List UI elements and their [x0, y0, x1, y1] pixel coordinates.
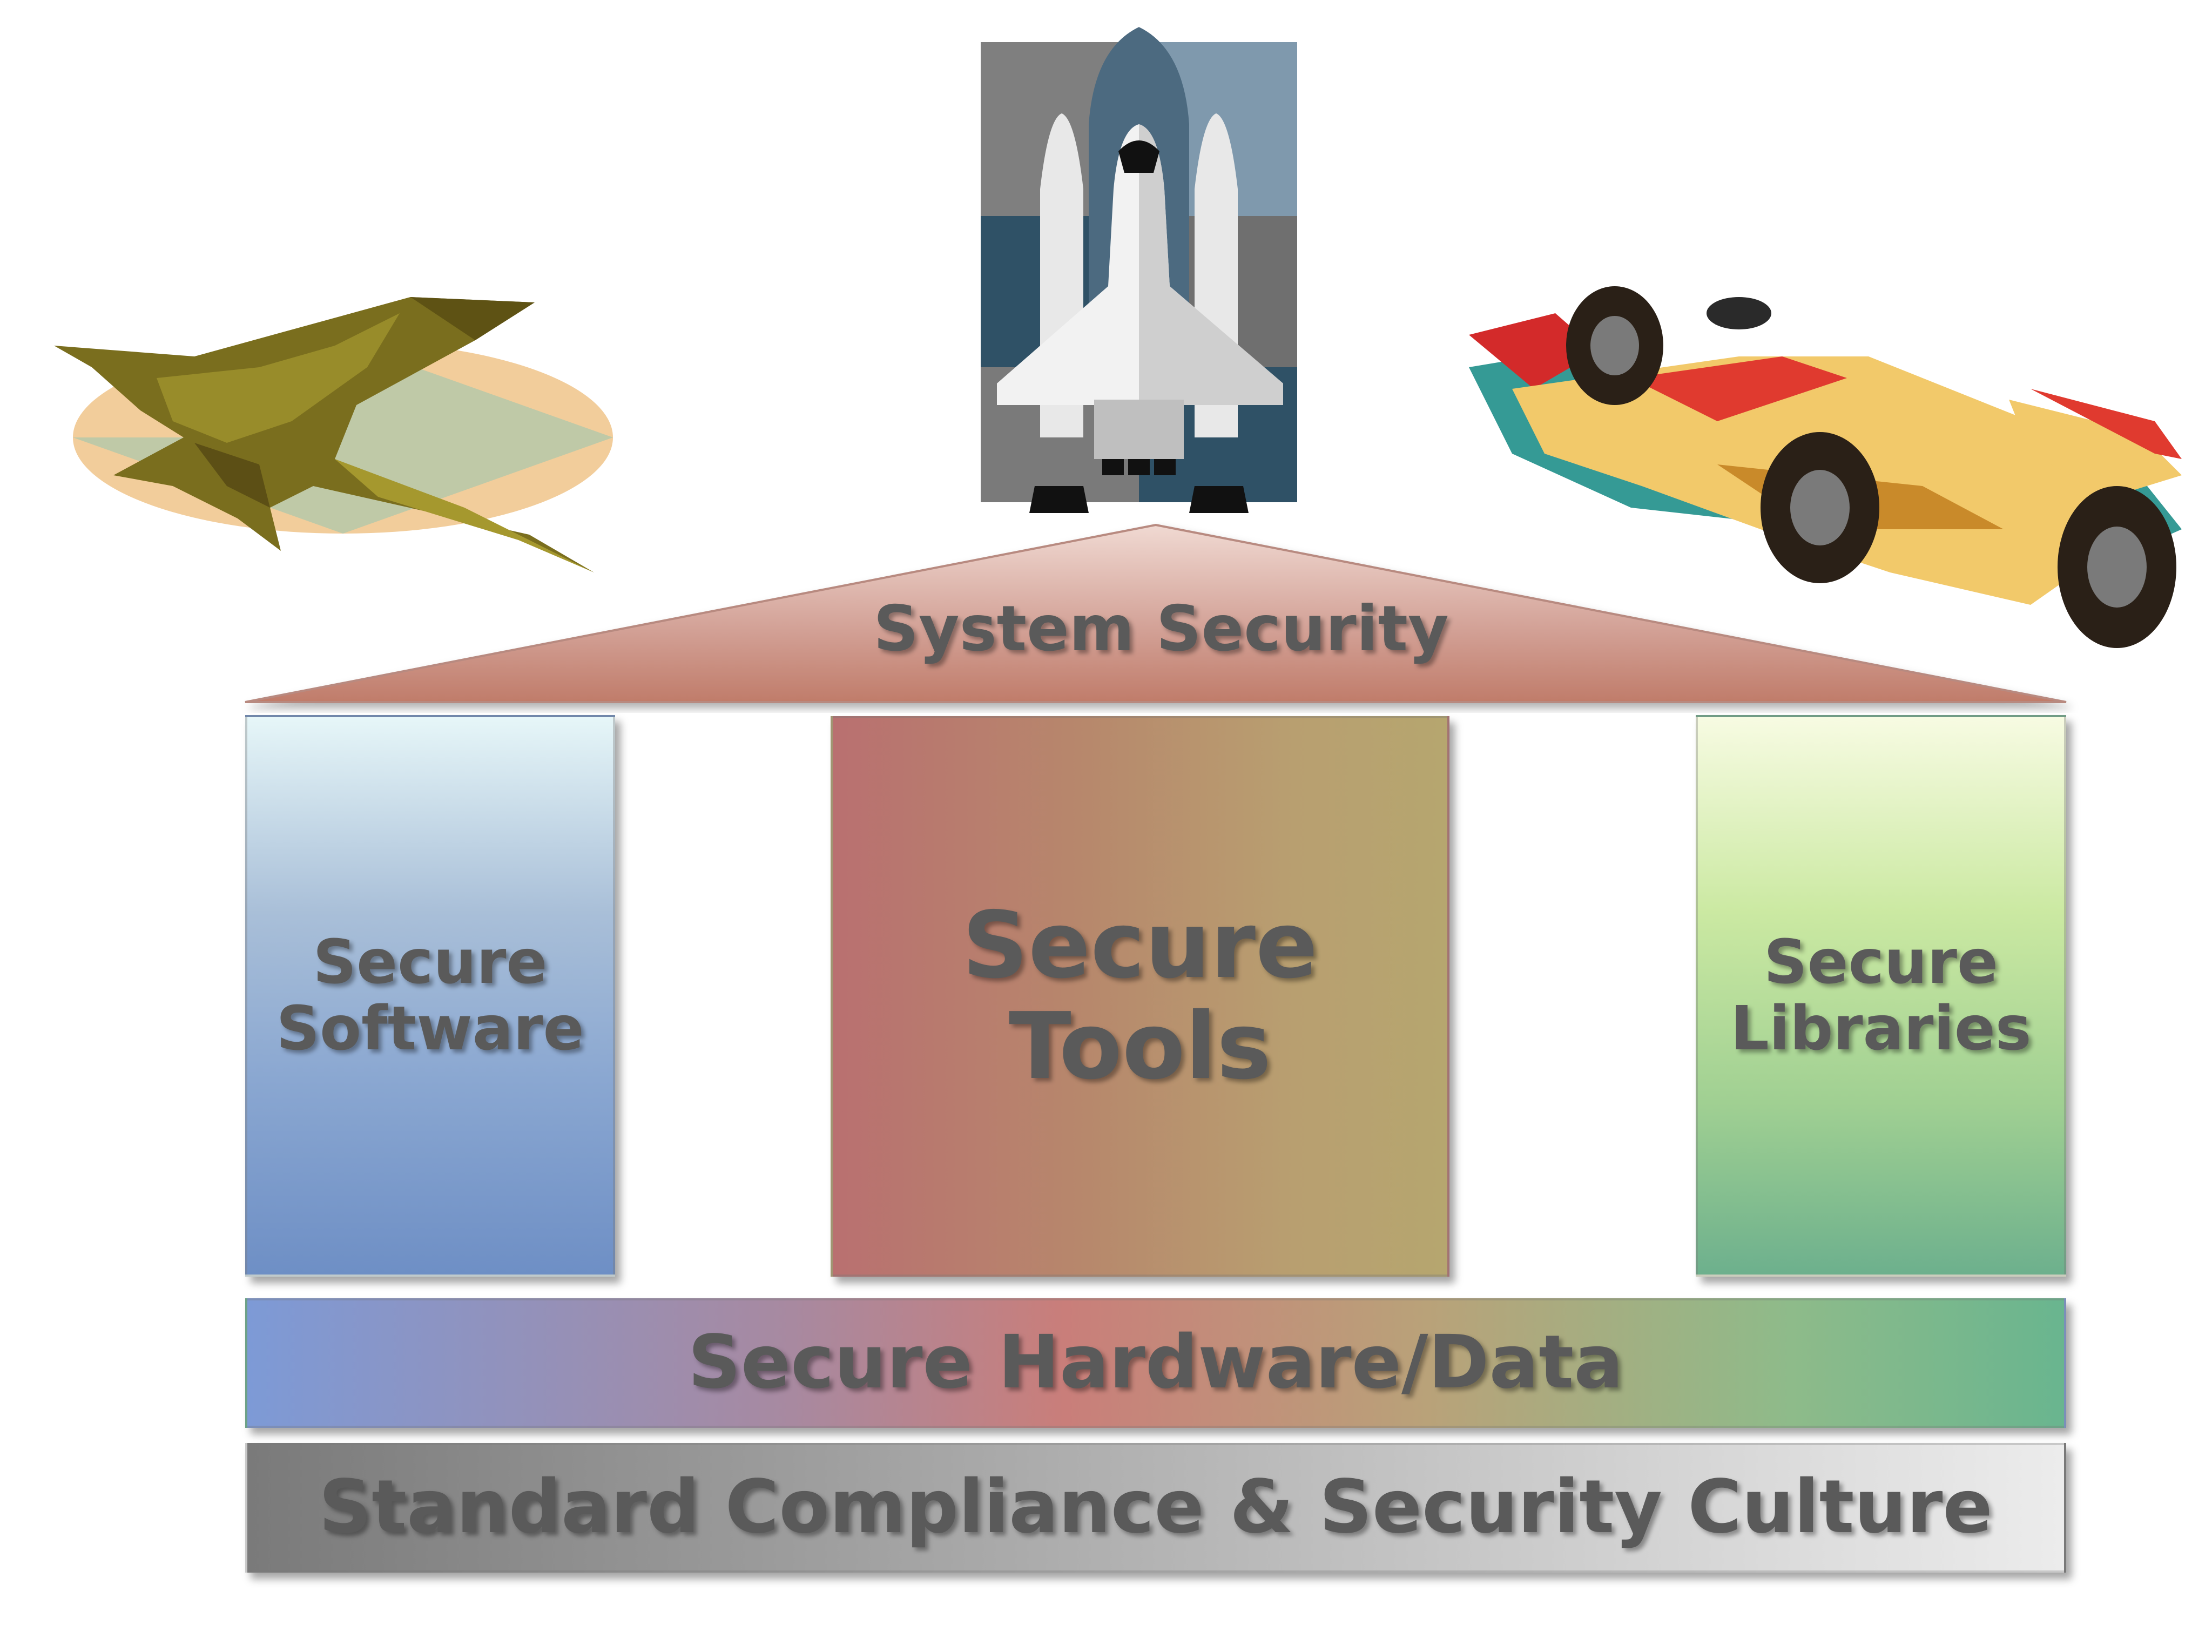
- band-secure-hardware-data: Secure Hardware/Data: [245, 1298, 2066, 1428]
- pillar-secure-tools: Secure Tools: [831, 716, 1449, 1277]
- band-hardware-label: Secure Hardware/Data: [687, 1320, 1624, 1406]
- pillar-software-line1: Secure: [313, 927, 548, 997]
- race-car-icon: [1469, 286, 2182, 648]
- roof-triangle: [245, 523, 2067, 703]
- system-security-label: System Security: [873, 592, 1449, 666]
- pillar-tools-line2: Tools: [1008, 993, 1272, 1100]
- pillar-secure-libraries: Secure Libraries: [1696, 715, 2066, 1277]
- pillar-software-line2: Software: [276, 994, 584, 1064]
- pillar-libraries-line1: Secure: [1764, 927, 1998, 997]
- pillar-tools-line1: Secure: [962, 892, 1318, 999]
- pillar-secure-software: Secure Software: [245, 715, 615, 1277]
- pillar-libraries-line2: Libraries: [1730, 994, 2032, 1064]
- fighter-jet-icon: [54, 297, 613, 572]
- band-culture-label: Standard Compliance & Security Culture: [319, 1465, 1993, 1550]
- band-standard-compliance: Standard Compliance & Security Culture: [245, 1443, 2066, 1573]
- space-shuttle-icon: [981, 27, 1297, 513]
